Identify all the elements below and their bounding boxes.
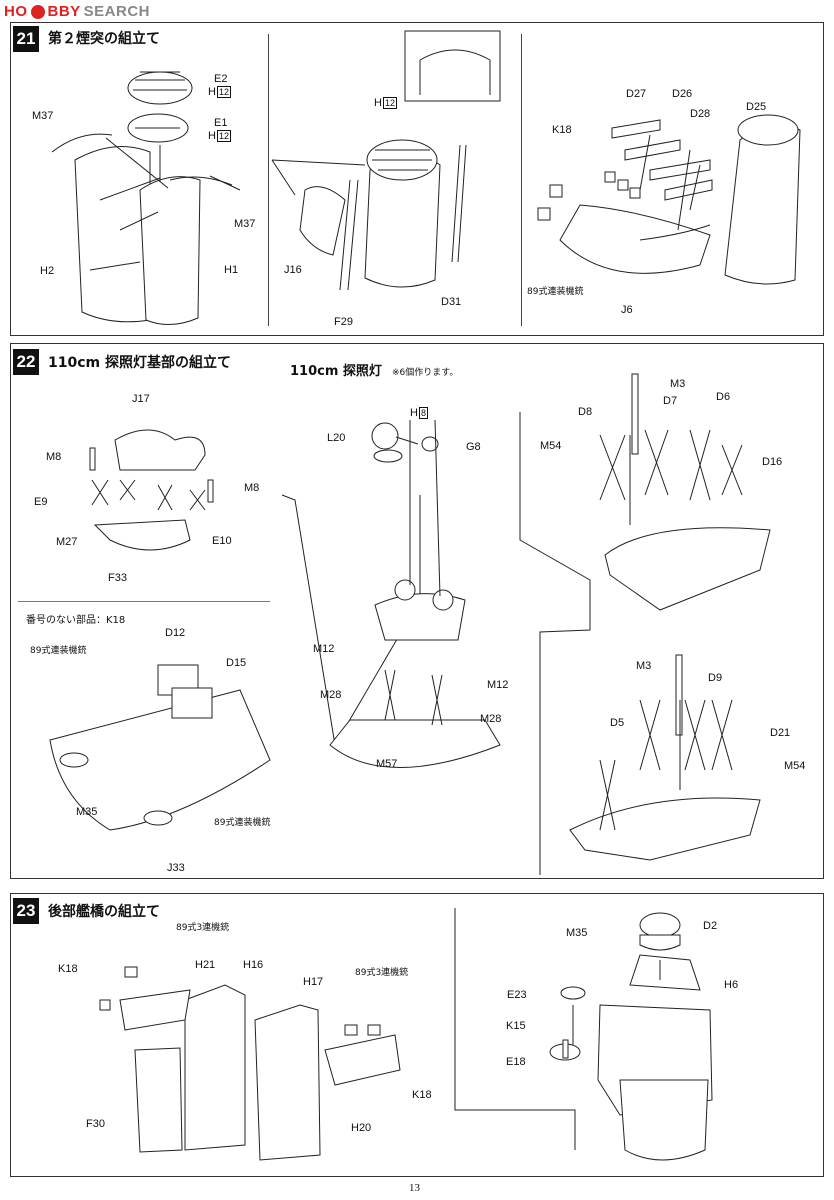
step-22-subtitle: 110cm 探照灯 (290, 364, 382, 379)
label-d27: D27 (626, 88, 647, 100)
label-d21: D21 (770, 727, 791, 739)
label-m27: M27 (56, 536, 78, 548)
label-f33: F33 (108, 572, 127, 584)
step-21-number: 21 (13, 26, 39, 52)
label-e9: E9 (34, 496, 48, 508)
step-23-frame (10, 893, 824, 1177)
label-d7: D7 (663, 395, 678, 407)
step-21-divider-2 (521, 34, 522, 326)
label-d5: D5 (610, 717, 625, 729)
label-e18: E18 (506, 1056, 526, 1068)
page-number: 13 (409, 1182, 420, 1194)
label-h2: H2 (40, 265, 55, 277)
assembly-arrows (105, 134, 701, 1045)
label-m3-b: M3 (636, 660, 652, 672)
step-23-title: 後部艦橋の組立て (48, 904, 160, 920)
label-m28-b: M28 (480, 713, 502, 725)
label-k18-a-step23: K18 (58, 963, 78, 975)
step-21-divider-1 (268, 34, 269, 326)
label-d26: D26 (672, 88, 693, 100)
label-m35-step23: M35 (566, 927, 588, 939)
label-j16: J16 (284, 264, 302, 276)
label-k18-step21: K18 (552, 124, 572, 136)
label-e1: E1 (214, 117, 228, 129)
label-e23: E23 (507, 989, 527, 1001)
label-m54-b: M54 (784, 760, 806, 772)
watermark-brand-a: HO (4, 3, 28, 20)
label-gun89-b-step22: 89式連装機銃 (214, 818, 271, 828)
label-d28: D28 (690, 108, 711, 120)
label-h21: H21 (195, 959, 216, 971)
watermark-brand-c: SEARCH (83, 3, 151, 20)
label-d31: D31 (441, 296, 462, 308)
label-d2: D2 (703, 920, 718, 932)
label-d15: D15 (226, 657, 247, 669)
rear-bridge-walls-drawing (99, 966, 401, 1161)
label-m28-a: M28 (320, 689, 342, 701)
label-m37-b: M37 (234, 218, 256, 230)
searchlight-base-drawing (89, 429, 214, 551)
label-d25: D25 (746, 101, 767, 113)
label-f30: F30 (86, 1118, 105, 1130)
label-gun89-a-step22: 89式連装機銃 (30, 646, 87, 656)
label-j6: J6 (621, 304, 633, 316)
step-21-frame (10, 22, 824, 336)
label-l20: L20 (327, 432, 346, 444)
label-m3-a: M3 (670, 378, 686, 390)
label-m57: M57 (376, 758, 398, 770)
label-k18-b-step23: K18 (412, 1089, 432, 1101)
label-d16: D16 (762, 456, 783, 468)
label-h20: H20 (351, 1122, 372, 1134)
label-m8-b: M8 (244, 482, 260, 494)
label-e10: E10 (212, 535, 232, 547)
label-h6: H6 (724, 979, 739, 991)
label-m12-a: M12 (313, 643, 335, 655)
searchlight-drawing (371, 422, 439, 463)
label-m12-b: M12 (487, 679, 509, 691)
gun-platform-drawing (49, 664, 271, 831)
funnel-halves-drawing (51, 71, 233, 325)
label-m35-step22: M35 (76, 806, 98, 818)
step-22-number: 22 (13, 349, 39, 375)
label-gun3-a: 89式3連機銃 (176, 923, 230, 933)
step-23-number: 23 (13, 898, 39, 924)
label-m37-a: M37 (32, 110, 54, 122)
label-d8: D8 (578, 406, 593, 418)
label-gun89-step21: 89式連装機銃 (527, 287, 584, 297)
label-j17: J17 (132, 393, 150, 405)
step-22-unnumbered-label: 番号のない部品：K18 (26, 615, 126, 626)
label-g8: G8 (466, 441, 481, 453)
label-k15: K15 (506, 1020, 526, 1032)
watermark-brand-b: BBY (47, 3, 81, 20)
label-h16: H16 (243, 959, 264, 971)
step-22-hdivider (18, 601, 270, 602)
step-22-title: 110cm 探照灯基部の組立て (48, 355, 231, 371)
step-22-frame (10, 343, 824, 879)
label-m54-a: M54 (540, 440, 562, 452)
watermark-logo-icon (30, 4, 45, 19)
label-j33: J33 (167, 862, 185, 874)
step-22-subnote: ※6個作ります。 (392, 368, 459, 378)
searchlight-tower-drawing (281, 494, 501, 768)
mast-assembly-drawing (519, 373, 771, 875)
label-d9: D9 (708, 672, 723, 684)
label-d6: D6 (716, 391, 731, 403)
label-gun3-b: 89式3連機銃 (355, 968, 409, 978)
label-d12: D12 (165, 627, 186, 639)
watermark: HO BBY SEARCH (4, 3, 150, 20)
label-e2: E2 (214, 73, 228, 85)
rear-bridge-top-drawing (454, 908, 713, 1161)
label-h17: H17 (303, 976, 324, 988)
step-21-title: 第２煙突の組立て (48, 31, 160, 47)
funnel-platform-drawing (537, 114, 801, 285)
label-m8-a: M8 (46, 451, 62, 463)
label-h1: H1 (224, 264, 239, 276)
funnel-ladder-drawing (271, 30, 501, 291)
label-f29: F29 (334, 316, 353, 328)
